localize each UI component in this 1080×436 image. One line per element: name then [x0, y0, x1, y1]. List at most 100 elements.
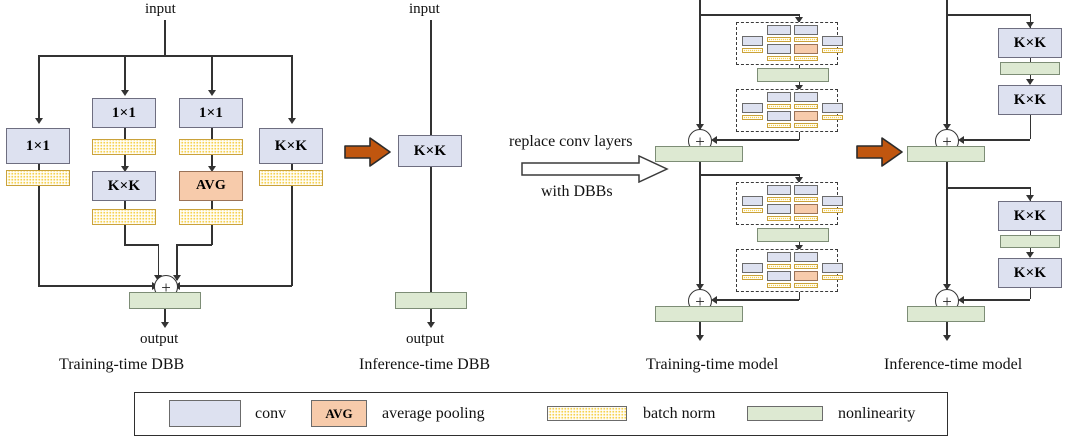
legend-label-average-pooling: average pooling [382, 405, 485, 422]
legend-label-batch-norm: batch norm [643, 405, 716, 422]
legend-swatch-conv [169, 400, 241, 427]
mini-conv [794, 25, 818, 35]
panel2-output-label: output [406, 331, 445, 347]
mini-bn [794, 283, 818, 288]
panel1-branch2-join-h [124, 244, 159, 246]
panel4-sum2-left-arrowhead [958, 295, 964, 304]
panel4-conv-kxk-2: K×K [998, 85, 1062, 115]
mini-avg [794, 271, 818, 281]
panel1-branch3-drop [211, 55, 213, 92]
panel3-sum2-left-arrowhead [711, 295, 717, 304]
mini-conv [822, 196, 843, 206]
panel2-conv-kxk: K×K [398, 135, 462, 167]
panel3-trunk-mid [699, 162, 701, 290]
panel1-branch4-conv-kxk: K×K [259, 128, 323, 164]
mini-conv [767, 271, 791, 281]
panel1-branch4-drop [291, 55, 293, 120]
mini-conv [742, 36, 763, 46]
mini-conv [742, 103, 763, 113]
panel3-nonlinearity-2 [655, 146, 743, 162]
panel1-branch3-join-h [176, 244, 212, 246]
mini-conv [767, 204, 791, 214]
panel3-trunk-top [699, 0, 701, 130]
panel1-branch4-into-sum [178, 285, 292, 287]
panel1-branch2-link3 [124, 201, 126, 212]
panel4-shortcut2-h [946, 187, 1031, 189]
panel1-branch2-bn2 [92, 209, 156, 225]
panel2-mid-stem [430, 167, 432, 297]
panel4-shortcut2-v [1029, 187, 1032, 201]
panel4-trunk-mid [946, 162, 948, 290]
mini-avg [794, 204, 818, 214]
panel3-sum2-top-arrowhead [695, 284, 704, 290]
panel4-nonlinearity-1 [1000, 62, 1060, 75]
panel4-sum1-left-arrowhead [958, 135, 964, 144]
panel4-into-sum1-h [963, 139, 1030, 141]
panel1-branch1-tail [38, 186, 40, 286]
panel1-branch2-conv-kxk: K×K [92, 171, 156, 201]
panel3-shortcut1-h [699, 14, 800, 16]
panel3-dbb4-exit-v [798, 292, 801, 300]
mini-conv [767, 44, 791, 54]
panel4-kxk4-arrowhead [1026, 252, 1034, 258]
panel2-output-stem [430, 309, 432, 326]
panel3-dbb2-exit-v [798, 132, 801, 140]
mini-bn [767, 37, 791, 42]
panel4-shortcut2-arrowhead [1026, 195, 1034, 201]
panel3-output-arrowhead [695, 335, 704, 341]
mini-bn [767, 216, 791, 221]
mini-bn [767, 264, 791, 269]
panel1-branch3-arrowhead [207, 90, 216, 96]
mini-bn [822, 208, 843, 213]
panel3-nonlinearity-1 [757, 68, 829, 82]
panel1-branch3-link3 [211, 201, 213, 212]
panel1-branch2-tail [124, 225, 126, 245]
panel3-output-stem [699, 322, 701, 339]
panel1-branch3-link2 [211, 155, 213, 169]
panel3-sum1-left-arrowhead [711, 135, 717, 144]
panel4-kxk4-exit-v [1029, 288, 1032, 299]
panel1-branch4-arrowhead [287, 118, 296, 124]
mini-conv [822, 103, 843, 113]
legend-swatch-batch-norm [547, 406, 627, 421]
panel3-nonlinearity-3 [757, 228, 829, 242]
mini-bn [794, 37, 818, 42]
mini-conv [794, 185, 818, 195]
mini-bn [794, 216, 818, 221]
mini-conv [822, 263, 843, 273]
panel1-output-label: output [140, 331, 179, 347]
mini-bn [794, 104, 818, 109]
panel4-caption: Inference-time model [884, 356, 1023, 373]
panel4-kxk2-arrowhead [1026, 79, 1034, 85]
panel3-dbb2-arrowhead [795, 85, 803, 91]
panel4-kxk2-exit-v [1029, 115, 1032, 139]
panel1-output-arrowhead [160, 322, 169, 328]
panel4-shortcut1-arrowhead [1026, 22, 1034, 28]
panel1-branch3-link1 [211, 128, 213, 142]
legend-swatch-nonlinearity [747, 406, 823, 421]
panel1-branch2-link1 [124, 128, 126, 142]
panel2-input-stem [430, 20, 432, 139]
mini-bn [767, 283, 791, 288]
panel4-sum1-top-arrowhead [942, 124, 951, 130]
panel3-dbb4-arrowhead [795, 245, 803, 251]
legend-label-nonlinearity: nonlinearity [838, 405, 916, 422]
panel3-shortcut2-h [699, 174, 800, 176]
mini-bn [822, 275, 843, 280]
mini-bn [742, 208, 763, 213]
mini-bn [767, 197, 791, 202]
mini-avg [794, 111, 818, 121]
orange-arrow-icon-1 [344, 137, 391, 167]
panel3-dbb4-to-sum-h [716, 299, 799, 301]
panel1-caption: Training-time DBB [59, 356, 185, 373]
legend: conv AVG average pooling batch norm nonl… [134, 392, 948, 436]
mini-conv [767, 252, 791, 262]
panel1-branch2-link2 [124, 155, 126, 169]
mini-conv [822, 36, 843, 46]
mini-conv [794, 92, 818, 102]
panel1-branch3-tail [211, 225, 213, 245]
panel3-dbb-block-2 [736, 89, 843, 132]
panel4-output-arrowhead [942, 335, 951, 341]
panel4-nonlinearity-2 [907, 146, 985, 162]
